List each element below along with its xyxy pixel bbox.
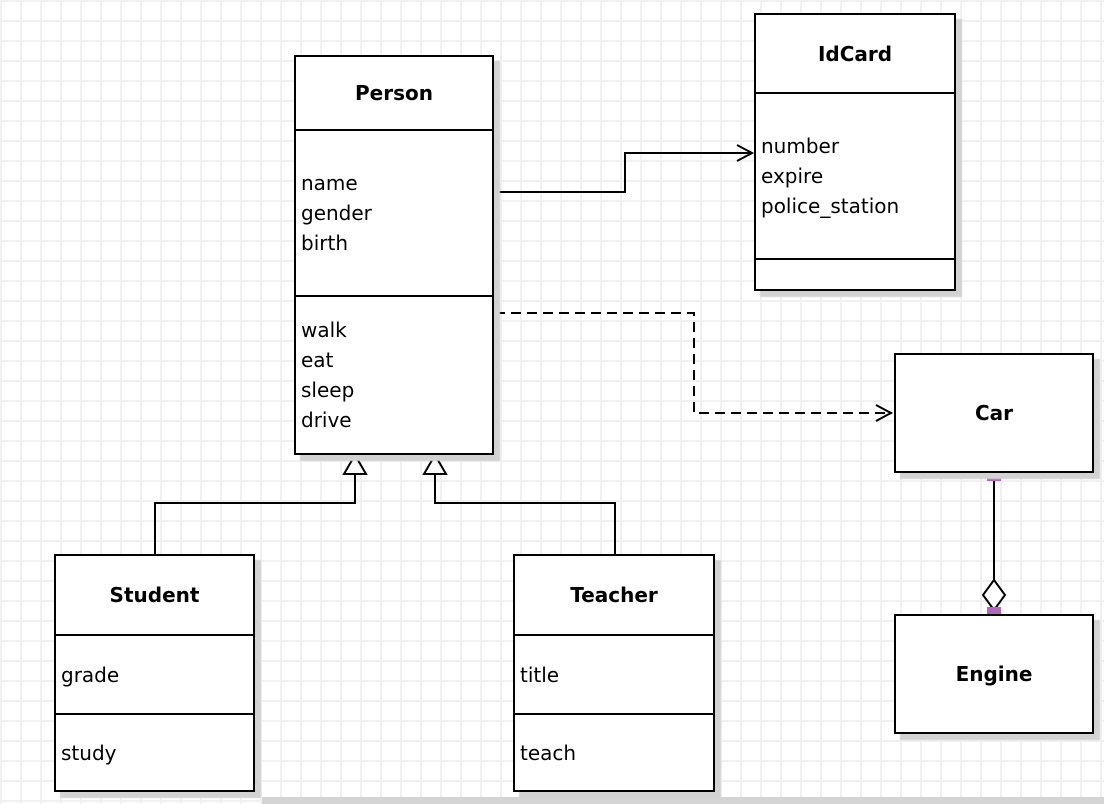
class-method: teach xyxy=(520,740,577,765)
canvas-bottom-shadow xyxy=(262,797,1104,804)
class-title: Teacher xyxy=(570,583,658,607)
class-method: drive xyxy=(301,408,352,432)
class-title: Student xyxy=(109,583,200,607)
hollow-diamond-marker xyxy=(981,578,1007,612)
class-title: Engine xyxy=(955,662,1033,686)
open-arrow-marker xyxy=(736,144,755,162)
class-attributes-compartment: number expire police_station xyxy=(756,92,954,258)
edge-association-person-idcard[interactable] xyxy=(495,144,755,193)
class-method: study xyxy=(61,740,117,765)
class-attributes-compartment: title xyxy=(515,634,713,713)
class-method: walk xyxy=(301,318,347,342)
edge-aggregation-car-engine[interactable] xyxy=(981,467,1007,621)
class-idcard[interactable]: IdCard number expire police_station xyxy=(754,13,956,291)
open-arrow-marker xyxy=(875,404,894,422)
edge-line[interactable] xyxy=(434,474,616,554)
class-attribute: number xyxy=(761,134,840,158)
class-methods-compartment: study xyxy=(56,713,253,790)
edge-line[interactable] xyxy=(154,474,356,554)
class-attribute: grade xyxy=(61,662,120,687)
class-method: eat xyxy=(301,348,334,372)
edge-line[interactable] xyxy=(495,152,750,193)
class-teacher[interactable]: Teacher title teach xyxy=(513,554,715,792)
class-attribute: name xyxy=(301,171,358,195)
class-method: sleep xyxy=(301,378,355,402)
edge-dependency-person-car[interactable] xyxy=(495,312,894,422)
edge-line[interactable] xyxy=(495,312,887,414)
hollow-triangle-marker xyxy=(422,453,448,475)
class-person[interactable]: Person name gender birth walk eat sleep … xyxy=(294,55,494,455)
class-methods-compartment: walk eat sleep drive xyxy=(296,295,492,453)
class-title-compartment: Engine xyxy=(896,616,1092,732)
class-car[interactable]: Car xyxy=(894,353,1094,473)
edge-generalization-teacher-person[interactable] xyxy=(422,453,616,554)
class-title: Car xyxy=(974,401,1014,425)
class-title-compartment: Student xyxy=(56,556,253,634)
class-title: Person xyxy=(355,81,433,105)
class-title-compartment: Person xyxy=(296,57,492,129)
class-attribute: expire xyxy=(761,164,824,188)
class-methods-compartment xyxy=(756,258,954,289)
class-methods-compartment: teach xyxy=(515,713,713,790)
class-attributes-compartment: grade xyxy=(56,634,253,713)
hollow-triangle-marker xyxy=(342,453,368,475)
class-title-compartment: Car xyxy=(896,355,1092,471)
class-attributes-compartment: name gender birth xyxy=(296,129,492,295)
class-title: IdCard xyxy=(817,41,893,66)
class-attribute: gender xyxy=(301,201,372,225)
class-title-compartment: IdCard xyxy=(756,15,954,92)
edge-generalization-student-person[interactable] xyxy=(154,453,368,554)
class-student[interactable]: Student grade study xyxy=(54,554,255,792)
class-attribute: birth xyxy=(301,231,348,255)
class-engine[interactable]: Engine xyxy=(894,614,1094,734)
class-attribute: police_station xyxy=(761,194,900,218)
class-attribute: title xyxy=(520,662,560,687)
class-title-compartment: Teacher xyxy=(515,556,713,634)
